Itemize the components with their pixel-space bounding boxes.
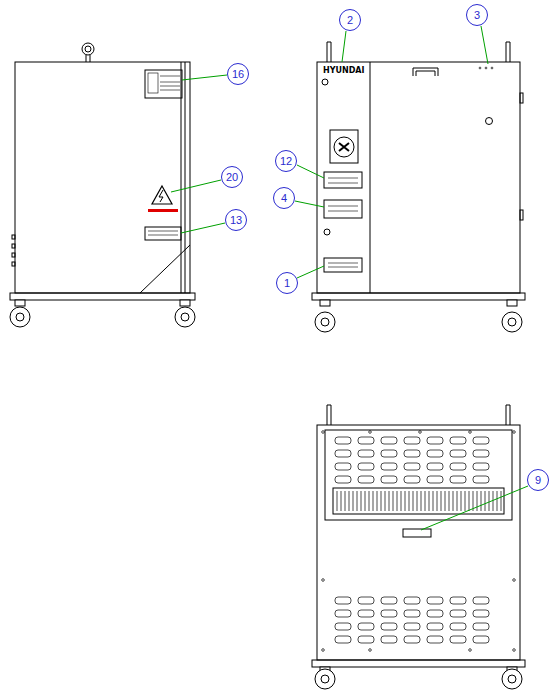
callout-number: 2 — [347, 15, 353, 26]
callout-circle: 9 — [527, 469, 549, 491]
main-switch — [330, 130, 358, 163]
label-plate — [324, 258, 362, 272]
warning-triangle — [152, 186, 172, 204]
brand-label: HYUNDAI — [323, 67, 365, 75]
callout-circle: 2 — [339, 9, 361, 31]
callout-circle: 20 — [221, 166, 243, 188]
side-panel — [15, 62, 190, 293]
callout-number: 1 — [284, 278, 290, 289]
label-plate — [145, 227, 181, 240]
label-plate — [324, 172, 362, 188]
label-plate — [403, 529, 431, 537]
label-plate — [324, 200, 362, 218]
callout-number: 4 — [281, 193, 287, 204]
leader-lines — [171, 26, 528, 530]
callout-circle: 1 — [276, 272, 298, 294]
handle — [413, 68, 438, 76]
callout-number: 16 — [232, 69, 244, 80]
callout-circle: 16 — [227, 63, 249, 85]
callout-circle: 3 — [466, 4, 488, 26]
base-frame — [10, 293, 195, 300]
warning-text-strip — [148, 209, 178, 212]
base-frame — [312, 293, 525, 300]
callout-circle: 13 — [225, 209, 247, 231]
label-plate — [145, 70, 182, 98]
callout-circle: 4 — [273, 187, 295, 209]
callout-circle: 12 — [275, 150, 297, 172]
callout-number: 9 — [535, 475, 541, 486]
callout-number: 12 — [280, 156, 292, 167]
rear-panel — [317, 425, 520, 660]
callout-number: 3 — [474, 10, 480, 21]
callout-number: 13 — [230, 215, 242, 226]
base-frame — [312, 660, 525, 667]
vent-cover — [325, 430, 512, 520]
front-panel — [317, 62, 520, 293]
callout-number: 20 — [226, 172, 238, 183]
fine-grille — [333, 488, 504, 514]
eye-bolt — [82, 43, 94, 55]
